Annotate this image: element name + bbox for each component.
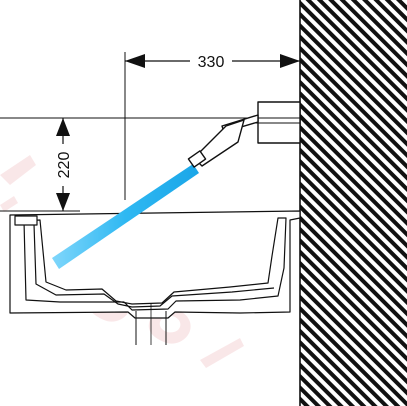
wall: [299, 0, 407, 406]
spout-tip: [187, 150, 207, 168]
dimension-value-vertical: 220: [56, 152, 73, 179]
overflow-slot: [14, 215, 38, 226]
dimension-value-horizontal: 330: [198, 54, 225, 71]
dimension-horizontal: [124, 52, 300, 200]
arrowhead-bottom: [56, 193, 70, 211]
basin-bowl-cavity: [23, 217, 287, 311]
arrowhead-top: [56, 118, 70, 136]
water-stream: [52, 164, 199, 269]
spout-nozzle: [193, 119, 245, 167]
arrowhead-right: [280, 54, 300, 68]
basin-inner-contour: [30, 223, 275, 308]
wall-spout: [187, 101, 301, 168]
wall-hatch: [300, 0, 407, 406]
arrowhead-left: [125, 54, 145, 68]
